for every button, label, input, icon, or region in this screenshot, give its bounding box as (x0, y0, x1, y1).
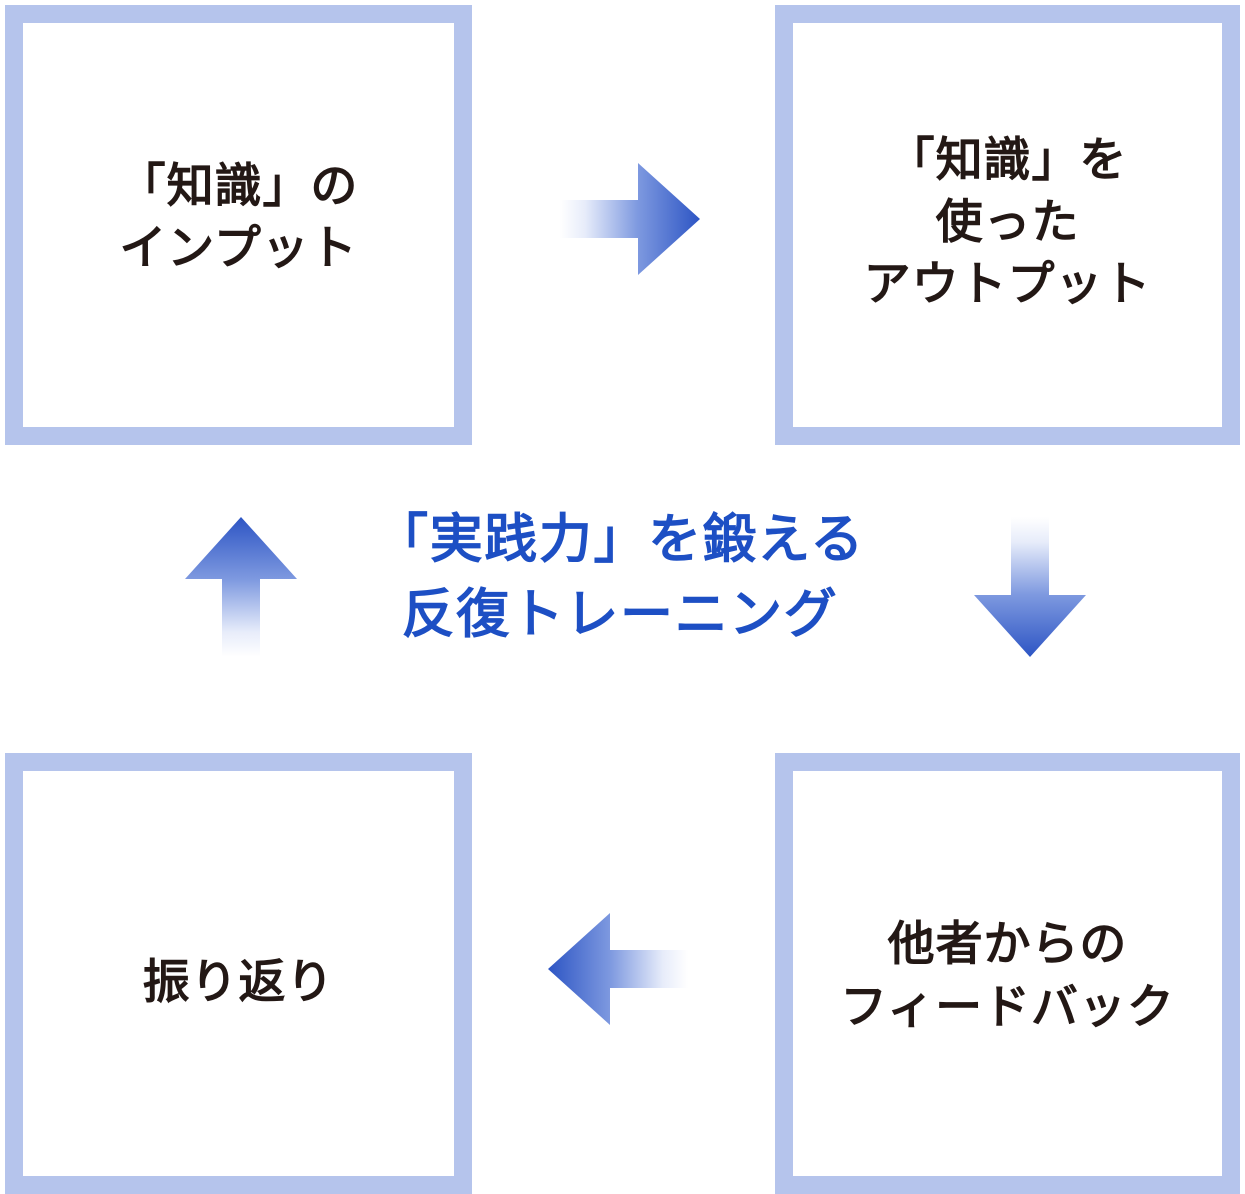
box-reflection-label: 振り返り (142, 955, 335, 1009)
arrow-down-icon (974, 517, 1086, 657)
arrow-left-icon (548, 913, 688, 1025)
box-feedback-label: 他者からの フィードバック (840, 917, 1175, 1033)
box-reflection: 振り返り (5, 753, 472, 1194)
arrow-right-icon (560, 163, 700, 275)
arrow-up-icon (185, 517, 297, 657)
box-knowledge-output-label: 「知識」を 使った アウトプット (863, 132, 1152, 311)
center-caption: 「実践力」を鍛える 反復トレーニング (375, 511, 865, 645)
box-knowledge-output: 「知識」を 使った アウトプット (775, 5, 1240, 445)
box-knowledge-input: 「知識」の インプット (5, 5, 472, 445)
box-knowledge-input-label: 「知識」の インプット (118, 158, 359, 274)
box-feedback: 他者からの フィードバック (775, 753, 1240, 1194)
